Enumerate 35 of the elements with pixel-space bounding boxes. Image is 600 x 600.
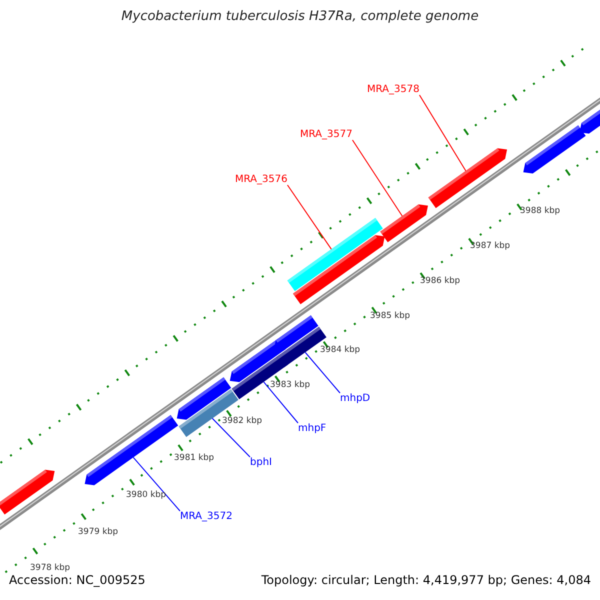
gene-label: mhpD — [340, 393, 370, 404]
scale-label: 3988 kbp — [520, 207, 560, 216]
leader-line — [132, 456, 180, 512]
gene-label: MRA_3572 — [180, 511, 232, 522]
gene-label: MRA_3577 — [300, 129, 352, 140]
scale-label: 3987 kbp — [470, 242, 510, 252]
scale-label: 3980 kbp — [126, 491, 166, 500]
scale-label: 3984 kbp — [320, 346, 360, 356]
diagram-title: Mycobacterium tuberculosis H37Ra, complete genome — [120, 10, 480, 24]
leader-line — [418, 94, 466, 172]
gene-feature — [287, 218, 383, 292]
scale-label: 3985 kbp — [370, 312, 410, 322]
scale-label: 3983 kbp — [270, 381, 310, 390]
scale-label: 3986 kbp — [420, 277, 460, 286]
gene-feature — [274, 315, 318, 351]
gene-feature — [523, 125, 586, 174]
gene-feature — [0, 470, 55, 515]
leader-line — [212, 418, 250, 458]
accession-text: Accession: NC_009525 — [9, 574, 146, 588]
genome-summary: Topology: circular; Length: 4,419,977 bp; Genes: 4,084 — [261, 574, 591, 588]
leader-line — [304, 352, 340, 394]
gene-label: MRA_3576 — [235, 174, 288, 185]
gene-label: bphI — [250, 457, 272, 468]
gene-label: MRA_3578 — [367, 84, 420, 95]
scale-label: 3981 kbp — [174, 454, 214, 464]
leader-line — [286, 184, 332, 250]
scale-label: 3979 kbp — [78, 528, 118, 538]
leader-line — [352, 140, 403, 217]
gene-label: mhpF — [298, 423, 326, 434]
leader-line — [263, 381, 298, 424]
gene-feature — [428, 148, 508, 208]
gene-feature — [580, 107, 600, 134]
gene-feature — [380, 204, 428, 242]
scale-label: 3982 kbp — [222, 417, 262, 426]
scale-label: 3978 kbp — [30, 564, 70, 574]
